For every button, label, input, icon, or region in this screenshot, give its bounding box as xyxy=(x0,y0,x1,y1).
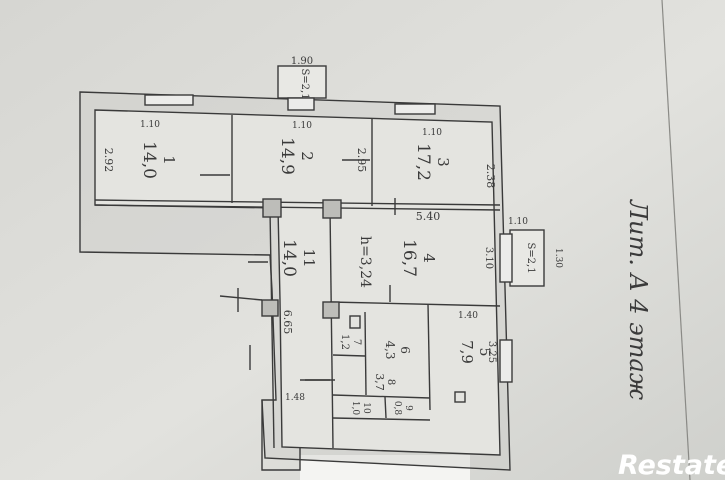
room-2: 2 14,9 xyxy=(277,137,316,175)
room-11-number: 11 xyxy=(300,248,318,267)
room-5: 5 7,9 xyxy=(458,340,492,364)
dim-3-10: 3.10 xyxy=(483,247,494,269)
dim-2-38: 2.38 xyxy=(484,164,497,189)
dim-1-10-room3: 1.10 xyxy=(422,128,442,138)
window xyxy=(499,233,513,283)
room-3-number: 3 xyxy=(434,157,452,167)
room-7-area: 1,2 xyxy=(339,334,350,350)
room-labels: 1 14,0 2 14,9 3 17,2 4 16,7 h=3,24 11 14… xyxy=(139,137,492,415)
entry-notch xyxy=(261,400,301,471)
room-3-area: 17,2 xyxy=(413,143,433,181)
room-6-area: 4,3 xyxy=(383,340,397,359)
room-9-area: 0,8 xyxy=(392,401,402,416)
room-8: 8 3,7 xyxy=(373,373,396,391)
room-8-number: 8 xyxy=(385,379,396,385)
wall-v-corridor-right xyxy=(329,207,334,449)
column xyxy=(322,199,342,219)
room-2-number: 2 xyxy=(298,151,316,161)
room-6: 6 4,3 xyxy=(383,340,412,359)
dimension-labels: 2.92 2.95 2.38 5.40 3.10 6.65 3.25 1.10 … xyxy=(102,56,563,403)
dim-1-48: 1.48 xyxy=(285,393,305,403)
dim-tick xyxy=(219,295,263,301)
sheet-note: Лит. А 4 этаж xyxy=(624,199,652,401)
room-4-number: 4 xyxy=(420,253,438,263)
dim-5-40: 5.40 xyxy=(416,210,441,223)
wall-v-corridor-left xyxy=(269,209,275,449)
wall-h-small-rooms xyxy=(332,394,431,399)
room-1: 1 14,0 xyxy=(139,141,178,179)
window xyxy=(394,103,436,115)
dim-1-90: 1.90 xyxy=(291,56,313,67)
room-6-number: 6 xyxy=(398,346,412,354)
dim-6-65: 6.65 xyxy=(281,310,294,335)
room-4-height: h=3,24 xyxy=(357,236,373,288)
dim-1-30: 1.30 xyxy=(553,248,563,268)
room-11-area: 14,0 xyxy=(279,239,299,277)
balcony-top-area: S=2,1 xyxy=(299,68,310,99)
wall-v-room9 xyxy=(384,396,387,419)
dim-1-10-room1: 1.10 xyxy=(140,120,160,130)
room-1-number: 1 xyxy=(160,155,178,165)
wall-h-room4-bottom xyxy=(329,301,501,307)
page-edge-line xyxy=(661,0,691,480)
room-4: 4 16,7 xyxy=(399,239,438,277)
dim-2-95: 2.95 xyxy=(355,148,368,173)
window xyxy=(499,339,513,383)
window xyxy=(144,94,194,106)
fixture xyxy=(454,391,466,403)
room-11: 11 14,0 xyxy=(279,239,318,277)
room-10-area: 1,0 xyxy=(350,401,360,416)
column xyxy=(322,301,340,319)
column xyxy=(261,299,279,317)
wall-v-room7 xyxy=(364,311,367,396)
wall-v-room6-right xyxy=(427,303,431,411)
plan-drawing xyxy=(79,65,545,471)
window xyxy=(287,97,315,111)
room-7: 7 1,2 xyxy=(339,334,362,350)
balcony-top xyxy=(277,65,327,99)
fixture xyxy=(349,315,361,329)
room-4-area: 16,7 xyxy=(399,239,419,277)
room-10: 10 1,0 xyxy=(350,401,371,416)
dim-2-92: 2.92 xyxy=(102,148,115,173)
scan-shadow xyxy=(300,455,470,480)
room-5-area: 7,9 xyxy=(458,340,476,364)
balcony-right-area: S=2,1 xyxy=(525,242,536,273)
dim-1-10-balcony: 1.10 xyxy=(508,217,528,227)
room-9-number: 9 xyxy=(403,405,413,411)
room-9: 9 0,8 xyxy=(392,401,413,416)
wall-h1 xyxy=(94,204,501,211)
room-5-number: 5 xyxy=(476,348,492,357)
wall-h1b xyxy=(94,199,501,206)
dim-1-10-room2: 1.10 xyxy=(292,121,312,131)
room-2-area: 14,9 xyxy=(277,137,297,175)
room-10-number: 10 xyxy=(361,402,371,414)
wall-h-room7 xyxy=(332,354,366,357)
room-8-area: 3,7 xyxy=(373,373,386,391)
room-7-number: 7 xyxy=(351,339,362,345)
room-3: 3 17,2 xyxy=(413,143,452,181)
column xyxy=(262,198,282,218)
dim-3-25: 3.25 xyxy=(486,341,497,363)
ceiling-height: h=3,24 xyxy=(357,236,373,288)
watermark-logo: Restate xyxy=(618,450,725,480)
room-1-area: 14,0 xyxy=(139,141,159,179)
wall-h-bottom-small xyxy=(332,417,431,421)
dim-1-40: 1.40 xyxy=(458,311,478,321)
